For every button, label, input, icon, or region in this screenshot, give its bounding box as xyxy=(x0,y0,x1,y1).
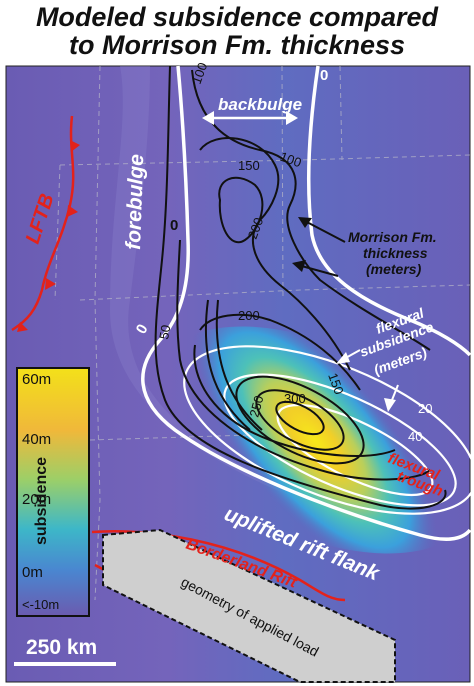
contour-label-100a: 100 xyxy=(189,61,211,87)
legend-title: subsidence xyxy=(33,456,50,545)
lftb-teeth xyxy=(17,140,80,332)
contour-label-150b: 150 xyxy=(325,371,347,397)
legend-tick-60: 60m xyxy=(22,371,52,388)
legend-tick-neg10: <-10m xyxy=(22,597,60,612)
pointer-arrows xyxy=(292,217,346,277)
backbulge-arrow xyxy=(202,111,298,125)
forebulge-band xyxy=(110,66,300,500)
zero-label-a: 0 xyxy=(170,217,178,234)
contour-label-100b: 100 xyxy=(278,149,304,171)
legend-tick-40: 40m xyxy=(22,431,52,448)
contour-label-50: 50 xyxy=(156,324,173,341)
label-forebulge: forebulge xyxy=(122,153,148,250)
zero-label-c: 0 xyxy=(320,67,328,84)
contour-label-250: 250 xyxy=(246,394,266,419)
applied-load xyxy=(102,528,396,683)
zero-contour-outer xyxy=(141,65,472,541)
label-backbulge: backbulge xyxy=(218,95,302,114)
label-morrison-3: (meters) xyxy=(366,261,422,277)
scale-bar-label: 250 km xyxy=(26,636,98,659)
contour-label-40: 40 xyxy=(408,429,422,444)
contour-label-150a: 150 xyxy=(238,158,260,173)
title-line-1: Modeled subsidence compared xyxy=(35,2,439,32)
contour-label-200b: 200 xyxy=(238,308,260,323)
legend-tick-0: 0m xyxy=(22,564,43,581)
flexural-pointer-arrows xyxy=(336,349,399,412)
trough-shading xyxy=(151,326,474,554)
contour-label-300: 300 xyxy=(284,391,306,406)
contour-label-200a: 200 xyxy=(245,216,267,242)
contour-label-20: 20 xyxy=(418,401,432,416)
label-morrison-2: thickness xyxy=(363,245,428,261)
label-morrison-1: Morrison Fm. xyxy=(348,229,437,245)
thickness-contours xyxy=(154,65,447,510)
scale-bar xyxy=(14,662,116,666)
legend-gradient xyxy=(18,369,88,615)
title-line-2: to Morrison Fm. thickness xyxy=(68,30,406,60)
legend-tick-20: 20m xyxy=(22,491,52,508)
lftb-fault xyxy=(11,115,75,332)
graticule xyxy=(54,65,471,601)
legend-colorbar: 60m 40m 20m 0m <-10m xyxy=(16,367,90,617)
zero-contour-right xyxy=(306,65,472,357)
